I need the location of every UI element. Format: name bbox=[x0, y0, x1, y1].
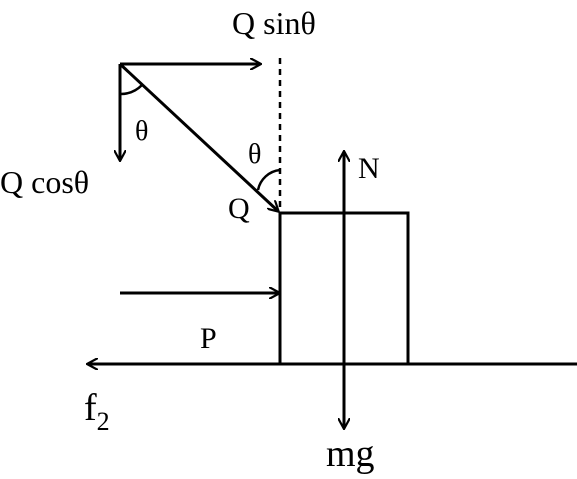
label-mg: mg bbox=[326, 433, 375, 474]
angle-arc-right bbox=[256, 168, 281, 191]
label-p: P bbox=[200, 322, 217, 355]
label-q: Q bbox=[228, 192, 250, 225]
label-f2-base: f bbox=[84, 387, 97, 429]
label-q-sin: Q sinθ bbox=[232, 5, 316, 41]
label-f2-subscript: 2 bbox=[97, 407, 110, 436]
angle-arc-left bbox=[119, 84, 143, 96]
inclined-force-arrow bbox=[118, 62, 278, 211]
label-theta-left: θ bbox=[135, 116, 148, 147]
label-f2: f2 bbox=[84, 387, 110, 436]
label-theta-right: θ bbox=[248, 139, 261, 170]
label-n: N bbox=[358, 152, 380, 185]
label-q-cos: Q cosθ bbox=[0, 164, 89, 200]
